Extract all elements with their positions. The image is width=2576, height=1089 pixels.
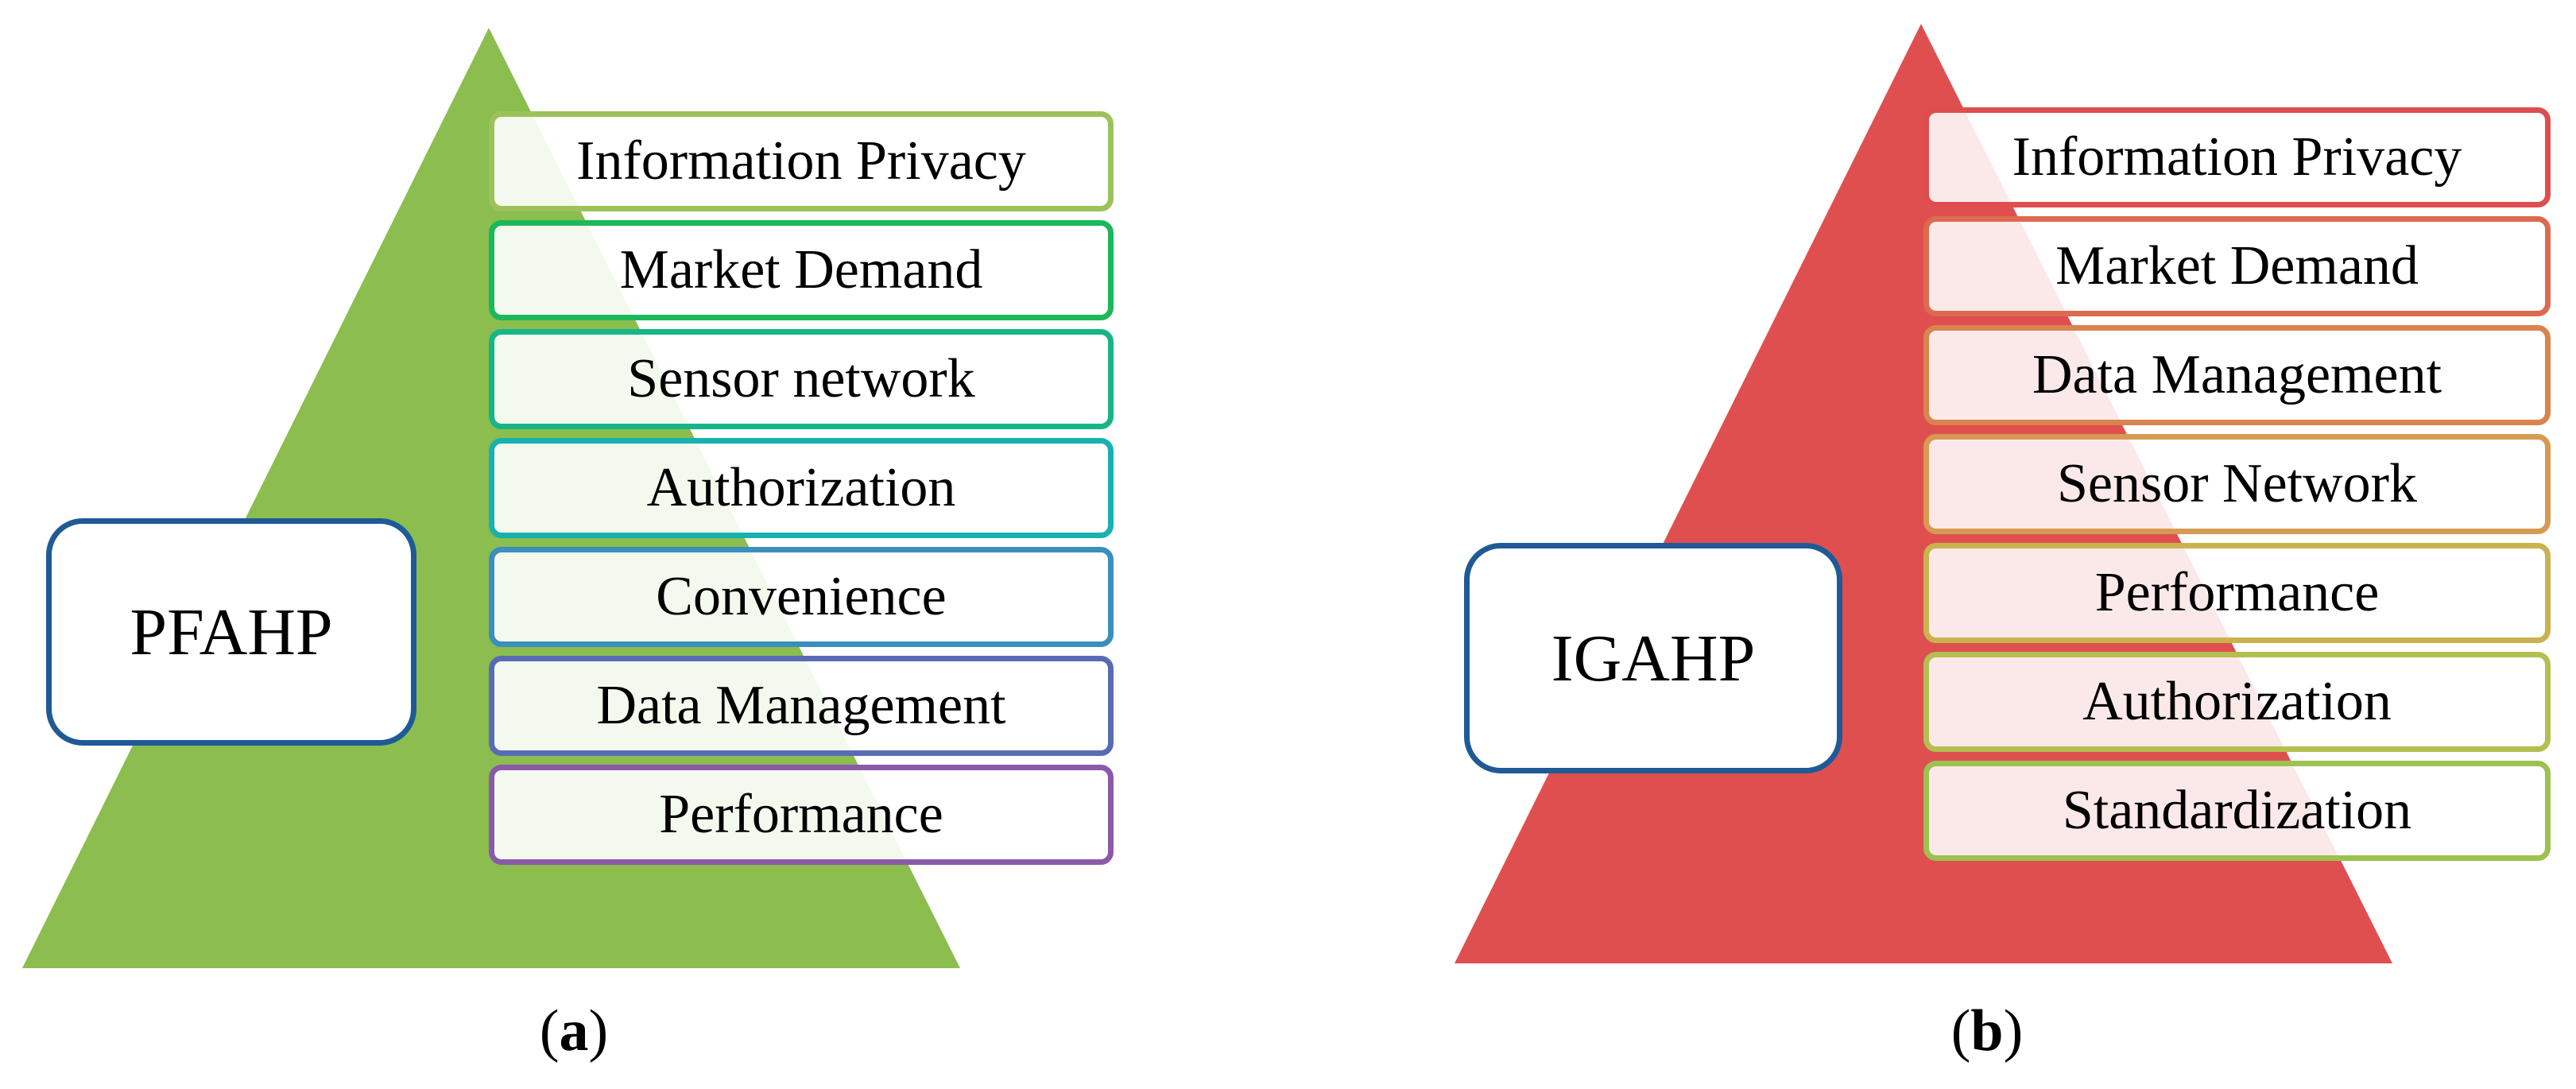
- criterion-a-2: Market Demand: [489, 220, 1114, 320]
- criterion-a-2-label: Market Demand: [619, 239, 983, 300]
- criterion-b-2: Market Demand: [1923, 216, 2551, 316]
- criterion-b-7-label: Standardization: [2062, 780, 2412, 841]
- criterion-a-6: Data Management: [489, 656, 1114, 756]
- criterion-b-3: Data Management: [1923, 325, 2551, 425]
- criterion-b-5-label: Performance: [2094, 562, 2380, 623]
- criterion-a-4: Authorization: [489, 438, 1114, 538]
- criterion-b-6-label: Authorization: [2082, 671, 2392, 732]
- criterion-b-6: Authorization: [1923, 652, 2551, 752]
- criterion-b-1: Information Privacy: [1923, 107, 2551, 207]
- criterion-a-7-label: Performance: [659, 784, 943, 845]
- diagram-panel-a: PFAHP Information Privacy Market Demand …: [22, 28, 1114, 1064]
- method-label-box-igahp: IGAHP: [1464, 543, 1842, 773]
- caption-b-letter: b: [1970, 998, 2004, 1064]
- criterion-b-2-label: Market Demand: [2055, 235, 2419, 296]
- criterion-a-5: Convenience: [489, 547, 1114, 647]
- caption-a: (a): [539, 998, 609, 1064]
- criterion-a-4-label: Authorization: [646, 457, 956, 518]
- criterion-b-3-label: Data Management: [2032, 344, 2442, 405]
- criterion-a-3: Sensor network: [489, 329, 1114, 429]
- criterion-b-5: Performance: [1923, 543, 2551, 643]
- criterion-b-1-label: Information Privacy: [2012, 126, 2462, 188]
- caption-a-letter: a: [559, 998, 589, 1064]
- criterion-b-4-label: Sensor Network: [2057, 453, 2417, 514]
- criterion-a-6-label: Data Management: [596, 675, 1006, 736]
- criterion-a-1: Information Privacy: [489, 111, 1114, 211]
- criterion-a-5-label: Convenience: [656, 566, 947, 627]
- caption-b: (b): [1950, 998, 2024, 1064]
- criterion-b-4: Sensor Network: [1923, 434, 2551, 534]
- method-label-igahp: IGAHP: [1551, 621, 1756, 696]
- method-label-pfahp: PFAHP: [130, 595, 333, 669]
- criterion-b-7: Standardization: [1923, 761, 2551, 861]
- criterion-a-7: Performance: [489, 765, 1114, 865]
- criterion-a-3-label: Sensor network: [627, 348, 975, 409]
- criterion-a-1-label: Information Privacy: [576, 130, 1026, 192]
- method-label-box-pfahp: PFAHP: [46, 518, 416, 746]
- diagram-panel-b: IGAHP Information Privacy Market Demand …: [1288, 0, 2576, 1089]
